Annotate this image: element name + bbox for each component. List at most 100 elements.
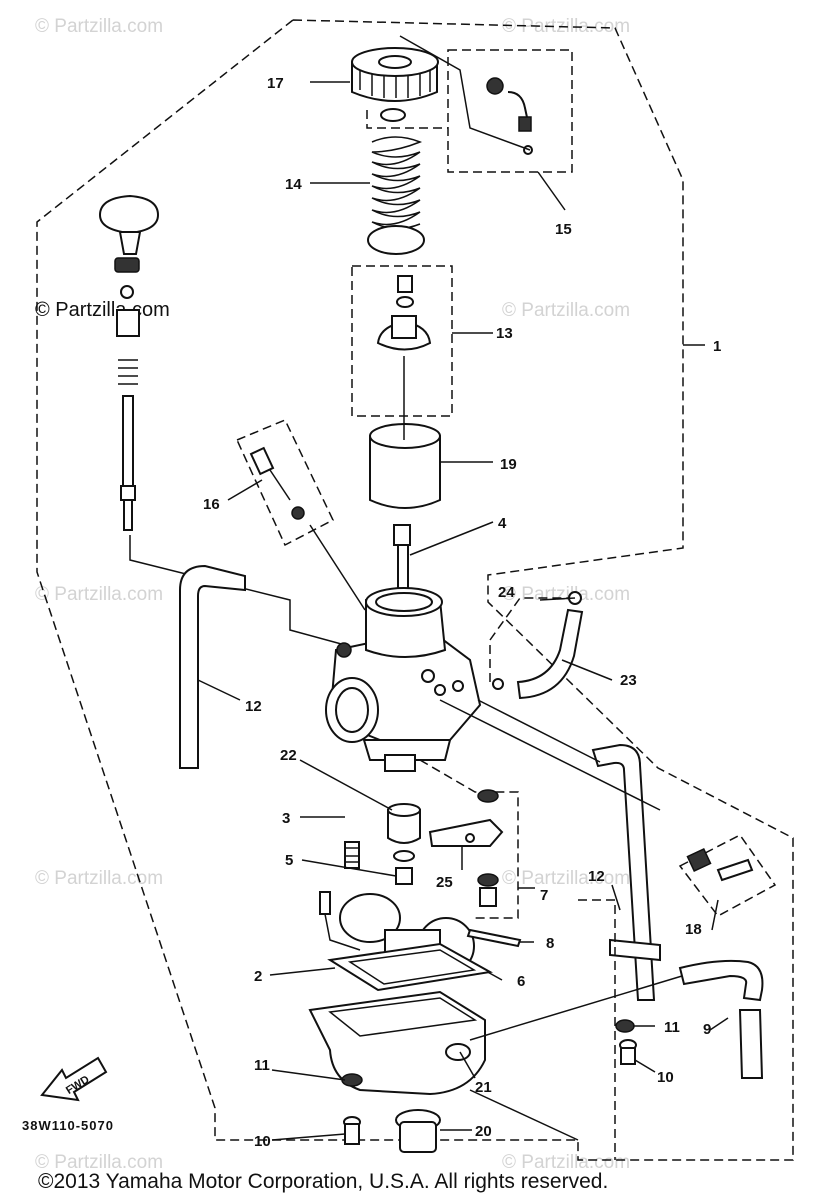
callout-18: 18: [685, 921, 702, 938]
callout-12-right: 12: [588, 868, 605, 885]
leader-9: [709, 1017, 729, 1031]
hose-leader: [469, 975, 683, 1041]
part-18-box: [678, 834, 777, 917]
part-16-pilot-screw[interactable]: [249, 446, 305, 520]
leader-10-right: [634, 1059, 656, 1073]
watermark-center-left: © Partzilla.com: [35, 584, 163, 605]
leader-11-left: [271, 1069, 346, 1081]
part-17-cap[interactable]: [351, 47, 439, 102]
part-12-tube-left[interactable]: [179, 564, 246, 769]
callout-9: 9: [703, 1021, 711, 1038]
part-4-needle-jet[interactable]: [393, 524, 411, 596]
needle-valve[interactable]: [319, 891, 331, 915]
watermark-mid-right: © Partzilla.com: [502, 300, 630, 321]
part-22-jet-holder[interactable]: [387, 803, 421, 844]
leader-21: [459, 1051, 476, 1079]
callout-24: 24: [498, 584, 515, 601]
body-leader-tube: [477, 699, 601, 763]
callout-10-left: 10: [254, 1133, 271, 1150]
callout-11-left: 11: [254, 1057, 270, 1074]
body-leader-right: [439, 699, 661, 811]
callout-12-left: 12: [245, 698, 262, 715]
leader-10-left: [271, 1133, 346, 1141]
leader-4: [409, 521, 494, 556]
watermark-prominent: © Partzilla.com: [35, 299, 170, 321]
tube-bracket: [578, 899, 616, 1160]
pilot-screw-leader: [309, 524, 366, 611]
callout-5: 5: [285, 852, 293, 869]
callout-14: 14: [285, 176, 302, 193]
part-7-screw-top[interactable]: [477, 789, 499, 803]
part-21-float-bowl[interactable]: [308, 990, 486, 1096]
part-17-washer: [380, 108, 406, 122]
part-7-screw-bottom[interactable]: [477, 873, 499, 907]
part-16-box: [235, 419, 334, 547]
carburetor-body[interactable]: [325, 587, 482, 772]
part-9-drain-hose[interactable]: [678, 959, 764, 1079]
part-25-plate[interactable]: [428, 818, 504, 847]
part-choke-plunger[interactable]: [98, 194, 160, 531]
part-13-needle-assembly[interactable]: [376, 275, 432, 410]
leader-12-right: [611, 884, 621, 911]
watermark-group: © Partzilla.com © Partzilla.com © Partzi…: [35, 16, 630, 1173]
leader-5: [301, 859, 397, 877]
leader-15: [537, 171, 566, 211]
callout-8: 8: [546, 935, 554, 952]
needle-valve-leader: [324, 913, 361, 951]
part-15-box: [447, 49, 573, 173]
leader-22: [299, 759, 393, 811]
leader-24: [539, 597, 576, 601]
diagram-code: 38W110-5070: [22, 1118, 114, 1133]
watermark-center-right: © Partzilla.com: [502, 584, 630, 605]
watermark-bottom-right: © Partzilla.com: [502, 1152, 630, 1173]
part-10-screw-right[interactable]: [619, 1039, 637, 1065]
callout-2: 2: [254, 968, 262, 985]
part-18-fitting[interactable]: [686, 847, 754, 882]
callout-labels: 1 2 3 4 5 6 7 8 9 10 10 11 11 12 12 13 1…: [203, 75, 721, 1150]
part-23-fuel-hose[interactable]: [492, 591, 584, 700]
leader-15-link: [399, 35, 531, 151]
watermark-lower-right: © Partzilla.com: [502, 868, 630, 889]
callout-3: 3: [282, 810, 290, 827]
callout-6: 6: [517, 973, 525, 990]
part-24-dash: [489, 597, 575, 682]
part-13-box: [351, 265, 453, 417]
callout-19: 19: [500, 456, 517, 473]
leader-2: [269, 967, 336, 976]
callout-22: 22: [280, 747, 297, 764]
watermark-top-left: © Partzilla.com: [35, 16, 163, 37]
part-20-drain-plug[interactable]: [395, 1109, 441, 1153]
part-11-washer-right[interactable]: [615, 1019, 635, 1033]
part-12-tube-right[interactable]: [591, 743, 661, 1001]
callout-25: 25: [436, 874, 453, 891]
watermark-bottom-left: © Partzilla.com: [35, 1152, 163, 1173]
assembly-boundary: [36, 19, 794, 1161]
callout-21: 21: [475, 1079, 492, 1096]
part-3-main-jet[interactable]: [344, 841, 360, 869]
washer-bracket: [366, 110, 448, 129]
leader-12-left: [197, 679, 241, 701]
part-10-screw-left[interactable]: [343, 1116, 361, 1145]
part-14-spring[interactable]: [367, 136, 425, 255]
callout-16: 16: [203, 496, 220, 513]
watermark-lower-left: © Partzilla.com: [35, 868, 163, 889]
part-8-float-pin[interactable]: [466, 928, 522, 948]
callout-20: 20: [475, 1123, 492, 1140]
choke-leader: [129, 535, 346, 646]
callout-4: 4: [498, 515, 507, 532]
callout-17: 17: [267, 75, 284, 92]
callout-7: 7: [540, 887, 548, 904]
callout-23: 23: [620, 672, 637, 689]
leader-18: [711, 899, 719, 931]
leader-16: [227, 479, 263, 501]
part-19-throttle-valve[interactable]: [369, 410, 441, 509]
part-15-fitting[interactable]: [486, 77, 533, 155]
part-2-gasket[interactable]: [327, 942, 493, 992]
part-5-pilot-jet[interactable]: [393, 850, 415, 885]
callout-1: 1: [713, 338, 721, 355]
fwd-arrow-icon: FWD: [40, 1056, 108, 1102]
callout-10-right: 10: [657, 1069, 674, 1086]
part-7-bracket: [419, 759, 519, 919]
callout-11-right: 11: [664, 1019, 680, 1036]
